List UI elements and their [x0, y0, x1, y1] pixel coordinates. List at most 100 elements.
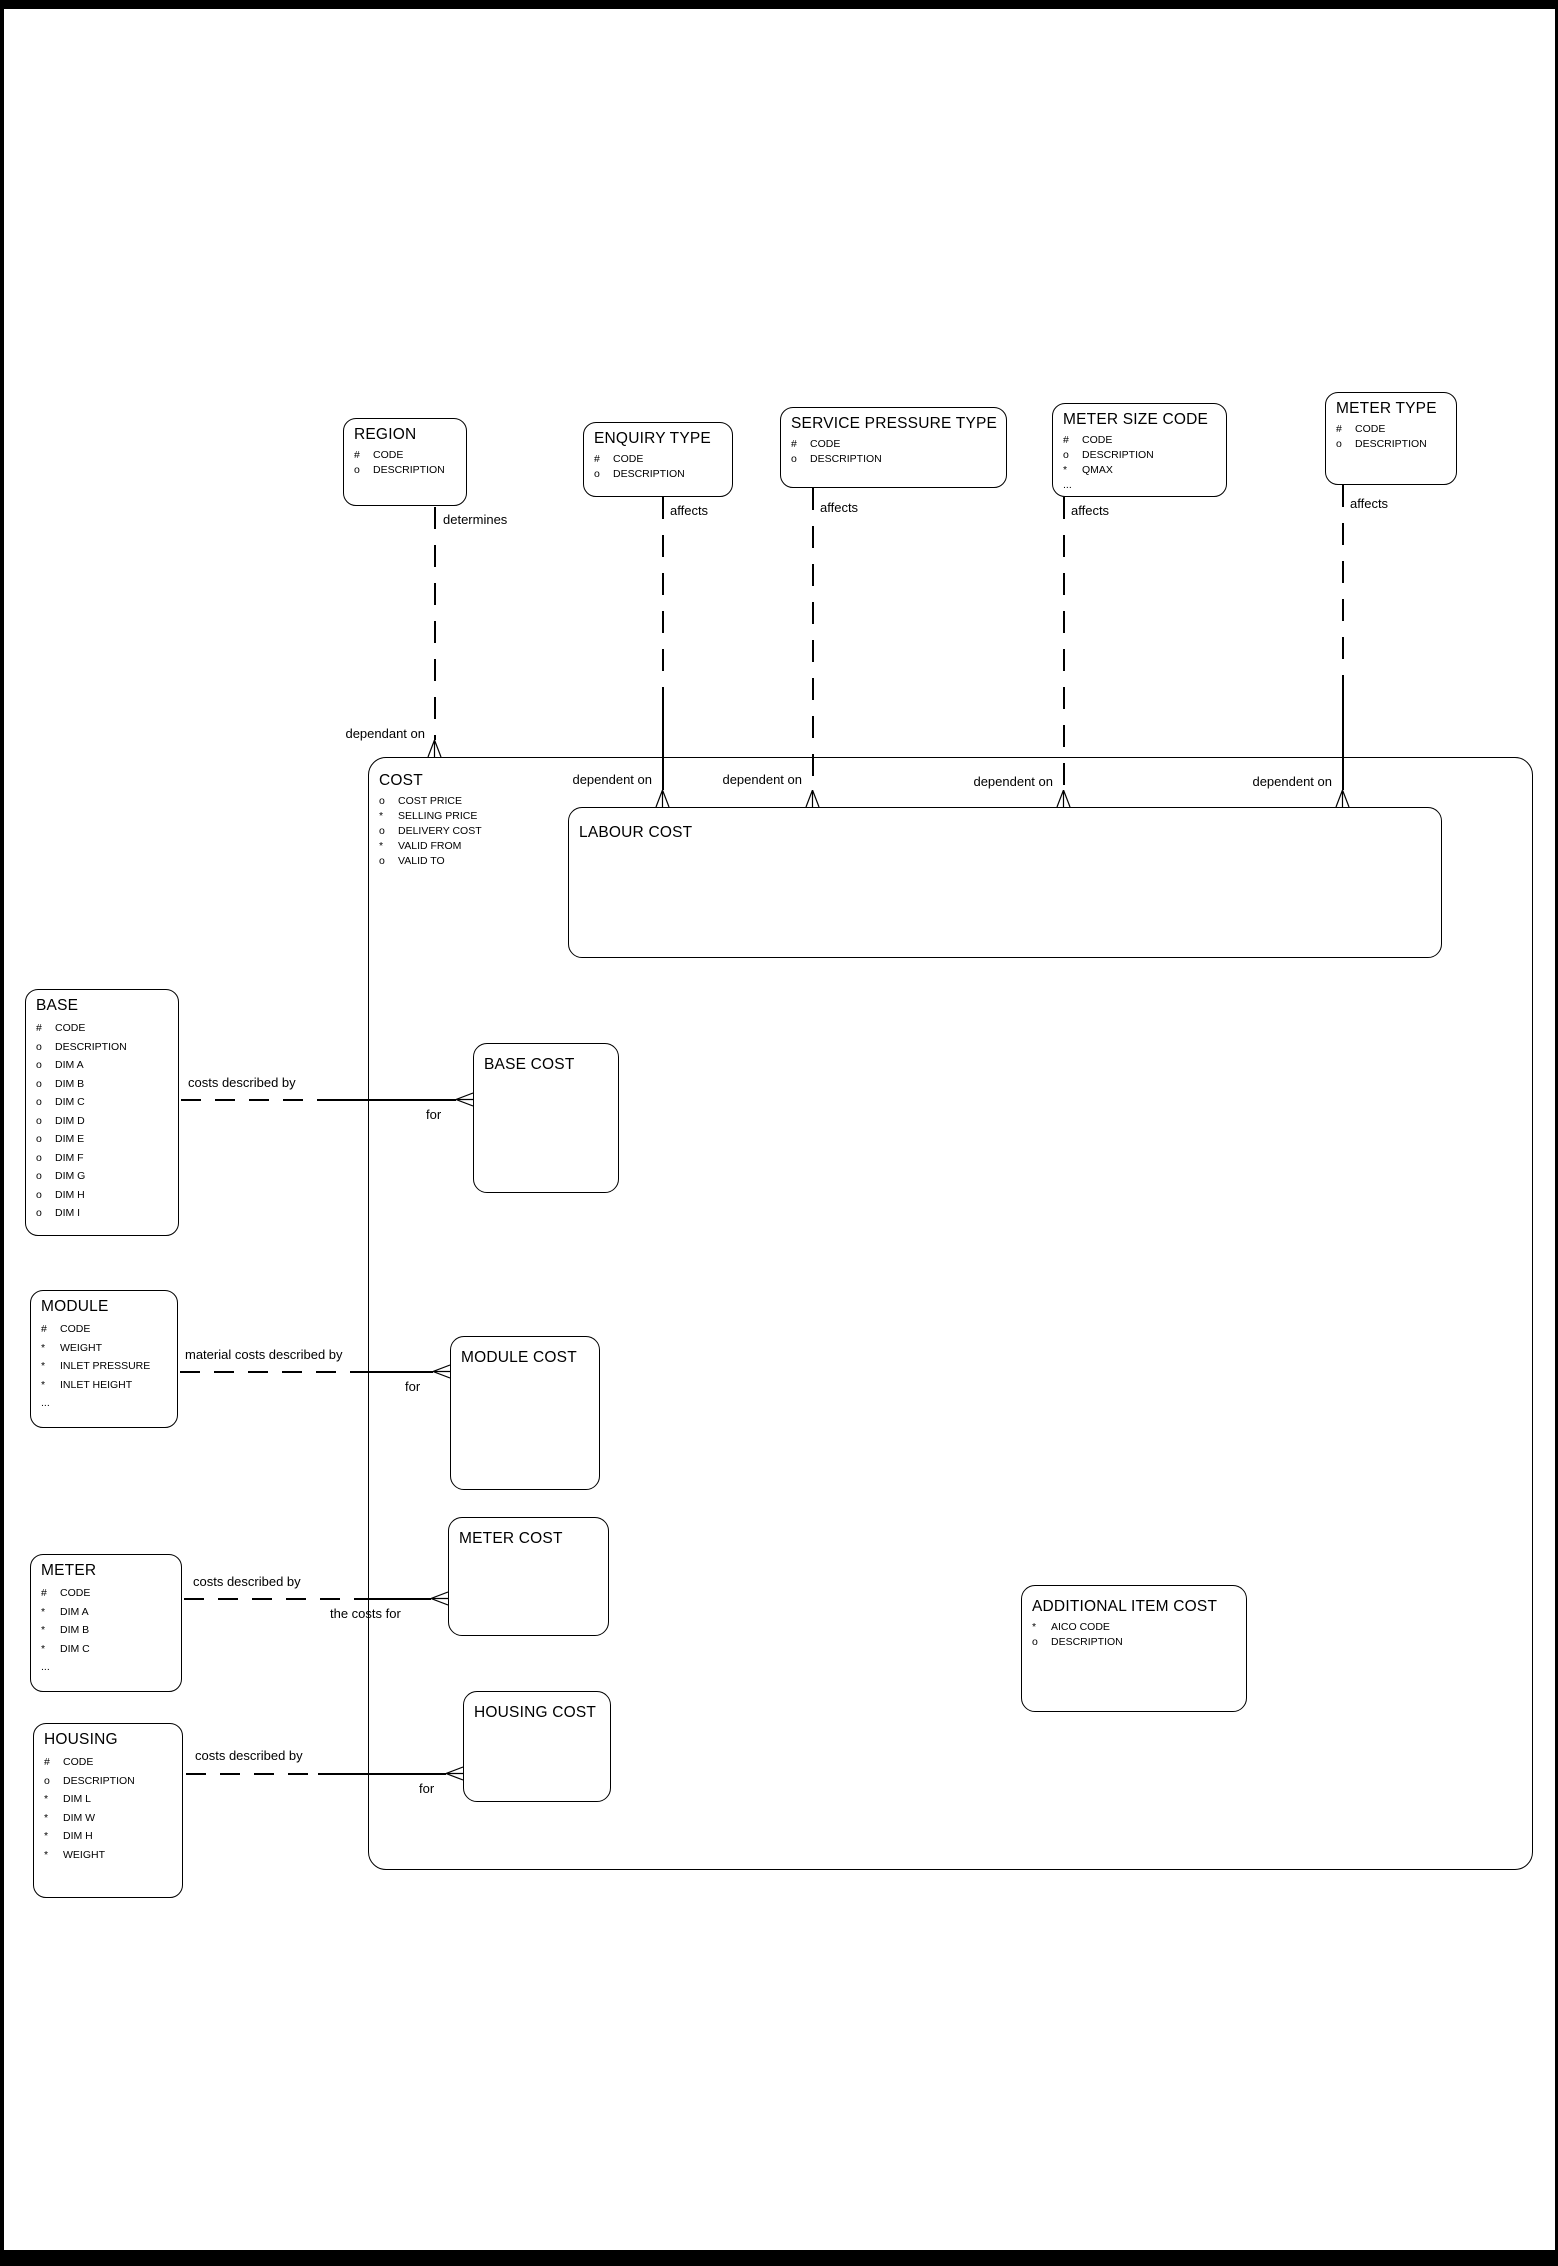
entity-title: ADDITIONAL ITEM COST [1032, 1598, 1218, 1615]
connector-line[interactable] [186, 1773, 318, 1775]
attribute-row: #CODE [41, 1323, 91, 1335]
entity-attributes: #CODE*DIM A*DIM B*DIM C... [41, 1584, 171, 1677]
entity-housing-cost[interactable]: HOUSING COST [463, 1691, 611, 1802]
attribute-row: *DIM W [44, 1811, 96, 1824]
attribute-row: #CODE [36, 1022, 86, 1034]
attribute-row: ... [1063, 479, 1072, 491]
entity-title: SERVICE PRESSURE TYPE [791, 415, 998, 432]
crow-foot-icon [433, 1364, 450, 1379]
connector-line[interactable] [320, 1099, 456, 1101]
attribute-row: ... [41, 1661, 50, 1673]
relationship-label: affects [820, 500, 859, 515]
entity-meter-cost[interactable]: METER COST [448, 1517, 609, 1636]
entity-base-cost[interactable]: BASE COST [473, 1043, 619, 1193]
relationship-label: the costs for [330, 1606, 401, 1621]
entity-title: HOUSING [44, 1731, 118, 1748]
connector-line[interactable] [184, 1598, 372, 1600]
attribute-row: *AICO CODE [1032, 1621, 1110, 1633]
attribute-row: *INLET PRESSURE [41, 1360, 151, 1372]
relationship-label: determines [443, 512, 508, 527]
attribute-row: *WEIGHT [41, 1341, 102, 1354]
attribute-row: *DIM A [41, 1605, 89, 1618]
relationship-label: for [426, 1107, 442, 1122]
connector-line[interactable] [318, 1773, 446, 1775]
crow-foot-icon [1056, 790, 1071, 807]
attribute-row: *QMAX [1063, 464, 1113, 476]
attribute-row: #CODE [791, 438, 841, 450]
crow-foot-icon [456, 1092, 473, 1107]
connector-line[interactable] [812, 488, 814, 790]
entity-title: METER COST [459, 1530, 563, 1547]
entity-title: ENQUIRY TYPE [594, 430, 711, 447]
relationship-label: dependent on [1252, 774, 1332, 789]
connector-line[interactable] [662, 700, 664, 790]
attribute-row: #CODE [594, 453, 644, 465]
attribute-row: *VALID FROM [379, 840, 462, 852]
entity-module[interactable]: MODULE #CODE*WEIGHT*INLET PRESSURE*INLET… [30, 1290, 178, 1428]
relationship-label: material costs described by [185, 1347, 343, 1362]
relationship-label: affects [670, 503, 709, 518]
crow-foot-icon [1335, 790, 1350, 807]
entity-meter[interactable]: METER #CODE*DIM A*DIM B*DIM C... [30, 1554, 182, 1692]
attribute-row: #CODE [41, 1587, 91, 1599]
connector-line[interactable] [1342, 695, 1344, 790]
connector-line[interactable] [181, 1099, 320, 1101]
entity-title: BASE COST [484, 1056, 575, 1073]
entity-title: METER SIZE CODE [1063, 411, 1209, 428]
entity-attributes: #CODE*WEIGHT*INLET PRESSURE*INLET HEIGHT… [41, 1320, 167, 1413]
connector-line[interactable] [434, 507, 436, 740]
relationship-label: affects [1350, 496, 1389, 511]
relationship-label: affects [1071, 503, 1110, 518]
entity-module-cost[interactable]: MODULE COST [450, 1336, 600, 1490]
connector-line[interactable] [372, 1598, 431, 1600]
entity-labour-cost[interactable]: LABOUR COST [568, 807, 1442, 958]
crow-foot-icon [805, 790, 820, 807]
entity-title: MODULE [41, 1298, 109, 1315]
connector-line[interactable] [368, 1371, 433, 1373]
connector-line[interactable] [662, 497, 664, 700]
connector-line[interactable] [1063, 497, 1065, 790]
attribute-row: *DIM L [44, 1793, 92, 1805]
entity-title: METER TYPE [1336, 400, 1437, 417]
relationship-label: for [405, 1379, 421, 1394]
attribute-row: *DIM C [41, 1642, 90, 1655]
crow-foot-icon [431, 1591, 448, 1606]
connector-line[interactable] [180, 1371, 368, 1373]
attribute-row: *DIM H [44, 1830, 93, 1842]
connector-line[interactable] [1342, 485, 1344, 695]
entity-title: METER [41, 1562, 97, 1579]
relationship-label: dependent on [722, 772, 802, 787]
attribute-row: #CODE [1336, 423, 1386, 435]
entity-title: COST [379, 772, 423, 789]
relationship-label: costs described by [195, 1748, 303, 1763]
relationship-label: costs described by [188, 1075, 296, 1090]
relationship-label: dependant on [345, 726, 425, 741]
